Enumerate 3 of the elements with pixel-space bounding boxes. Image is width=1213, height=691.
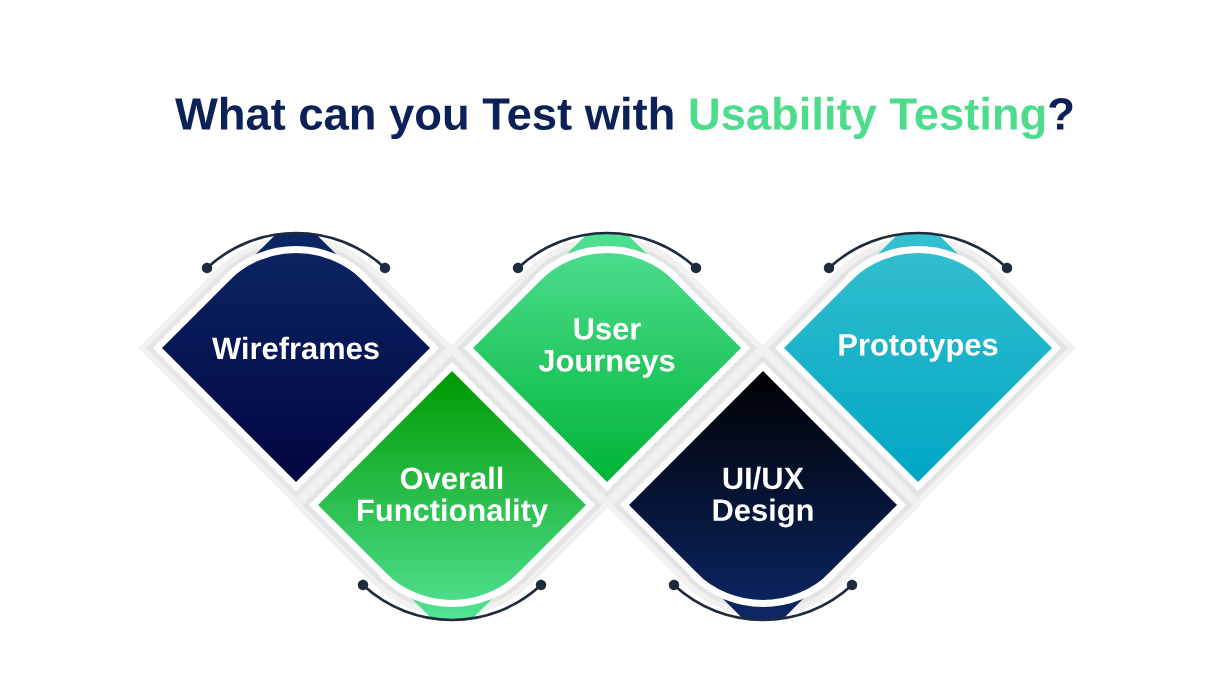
node-label: Wireframes (212, 336, 379, 360)
title: What can you Test with Usability Testing? (175, 96, 1073, 140)
node-label: Prototypes (839, 334, 998, 362)
